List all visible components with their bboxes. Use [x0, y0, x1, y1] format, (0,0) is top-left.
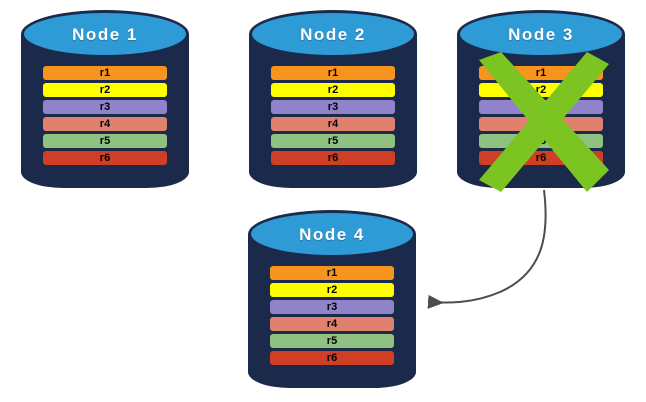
- node-2-row-r1[interactable]: r1: [270, 66, 396, 80]
- node-3-row-r1[interactable]: r1: [478, 66, 604, 80]
- node-2-cylinder-top: [249, 10, 417, 58]
- node-2-row-r4[interactable]: r4: [270, 117, 396, 131]
- node-2-row-r3[interactable]: r3: [270, 100, 396, 114]
- node-4-row-r4[interactable]: r4: [269, 317, 395, 331]
- failover-arrow-path: [427, 189, 547, 309]
- node-2[interactable]: Node 2 r1 r2 r3 r4 r5 r6: [249, 10, 417, 188]
- node-2-rows: r1 r2 r3 r4 r5 r6: [270, 66, 396, 165]
- node-3-row-r6[interactable]: r6: [478, 151, 604, 165]
- node-3-row-r5[interactable]: r5: [478, 134, 604, 148]
- node-4-rows: r1 r2 r3 r4 r5 r6: [269, 266, 395, 365]
- node-1-row-r2[interactable]: r2: [42, 83, 168, 97]
- node-1-row-r3[interactable]: r3: [42, 100, 168, 114]
- node-1-row-r4[interactable]: r4: [42, 117, 168, 131]
- node-4-row-r2[interactable]: r2: [269, 283, 395, 297]
- node-3-rows: r1 r2 r3 r4 r5 r6: [478, 66, 604, 165]
- node-3-title: Node 3: [508, 25, 574, 44]
- node-1-rows: r1 r2 r3 r4 r5 r6: [42, 66, 168, 165]
- node-3[interactable]: Node 3 r1 r2 r3 r4 r5 r6: [457, 10, 625, 192]
- node-1-title: Node 1: [72, 25, 138, 44]
- node-1-cylinder-top: [21, 10, 189, 58]
- node-2-title: Node 2: [300, 25, 366, 44]
- node-3-row-r2[interactable]: r2: [478, 83, 604, 97]
- node-4-row-r1[interactable]: r1: [269, 266, 395, 280]
- node-4-row-r3[interactable]: r3: [269, 300, 395, 314]
- node-1-row-r6[interactable]: r6: [42, 151, 168, 165]
- node-4[interactable]: Node 4 r1 r2 r3 r4 r5 r6: [248, 210, 416, 388]
- node-1[interactable]: Node 1 r1 r2 r3 r4 r5 r6: [21, 10, 189, 188]
- node-4-title: Node 4: [299, 225, 365, 244]
- node-3-row-r3[interactable]: r3: [478, 100, 604, 114]
- node-4-row-r5[interactable]: r5: [269, 334, 395, 348]
- node-2-row-r5[interactable]: r5: [270, 134, 396, 148]
- node-2-row-r2[interactable]: r2: [270, 83, 396, 97]
- node-1-row-r1[interactable]: r1: [42, 66, 168, 80]
- node-4-row-r6[interactable]: r6: [269, 351, 395, 365]
- node-2-row-r6[interactable]: r6: [270, 151, 396, 165]
- node-3-row-r4[interactable]: r4: [478, 117, 604, 131]
- node-4-cylinder-top: [248, 210, 416, 258]
- node-1-row-r5[interactable]: r5: [42, 134, 168, 148]
